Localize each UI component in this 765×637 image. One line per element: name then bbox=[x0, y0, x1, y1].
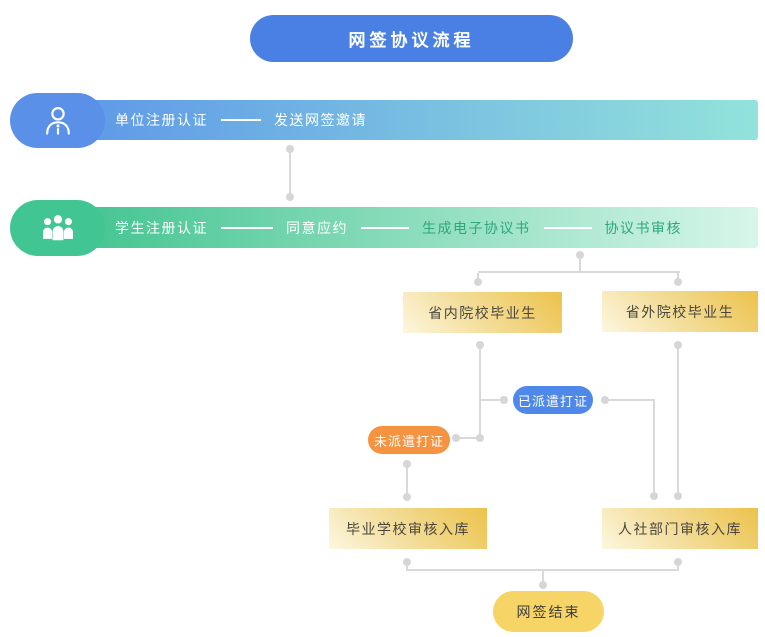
pill-end: 网签结束 bbox=[493, 591, 604, 632]
step-connector-line bbox=[361, 226, 409, 229]
connector-line bbox=[542, 571, 544, 582]
lane-student-bar: 学生注册认证 同意应约 生成电子协议书 协议书审核 bbox=[58, 207, 758, 248]
connector-line bbox=[406, 564, 408, 570]
connector-dot bbox=[601, 396, 609, 404]
connector-dot bbox=[674, 558, 682, 566]
step-send-invite: 发送网签邀请 bbox=[274, 112, 367, 128]
connector-line bbox=[677, 348, 679, 494]
connector-line bbox=[653, 399, 655, 494]
title-pill: 网签协议流程 bbox=[250, 15, 573, 62]
pill-label: 未派遣打证 bbox=[373, 433, 444, 449]
connector-dot bbox=[674, 278, 682, 286]
step-generate-agreement: 生成电子协议书 bbox=[422, 219, 531, 236]
node-label: 省外院校毕业生 bbox=[625, 303, 735, 320]
connector-line bbox=[677, 564, 679, 570]
connector-dot bbox=[474, 278, 482, 286]
step-student-register: 学生注册认证 bbox=[115, 219, 208, 236]
connector-line bbox=[479, 345, 481, 439]
connector-line bbox=[458, 437, 480, 439]
node-label: 毕业学校审核入库 bbox=[346, 520, 470, 537]
step-unit-register: 单位注册认证 bbox=[115, 112, 208, 128]
connector-line bbox=[609, 399, 654, 401]
connector-line bbox=[677, 273, 679, 279]
connector-dot bbox=[403, 493, 411, 501]
connector-line bbox=[478, 271, 680, 273]
connector-dot bbox=[650, 492, 658, 500]
connector-dot bbox=[476, 434, 484, 442]
connector-line bbox=[579, 256, 581, 272]
pill-not-dispatched: 未派遣打证 bbox=[368, 426, 450, 454]
connector-dot bbox=[674, 492, 682, 500]
pill-label: 已派遣打证 bbox=[517, 393, 588, 409]
connector-line bbox=[477, 273, 479, 279]
step-connector-line bbox=[543, 226, 592, 229]
connector-dot bbox=[286, 145, 294, 153]
pill-dispatched: 已派遣打证 bbox=[513, 386, 593, 414]
node-school-review: 毕业学校审核入库 bbox=[329, 508, 487, 549]
connector-dot bbox=[403, 558, 411, 566]
connector-dot bbox=[500, 396, 508, 404]
lane-unit-bar: 单位注册认证 发送网签邀请 bbox=[58, 100, 758, 140]
connector-dot bbox=[674, 341, 682, 349]
node-hr-review: 人社部门审核入库 bbox=[602, 508, 758, 549]
connector-dot bbox=[286, 193, 294, 201]
connector-line bbox=[481, 399, 501, 401]
connector-line bbox=[406, 569, 679, 571]
connector-dot bbox=[539, 581, 547, 589]
connector-dot bbox=[452, 434, 460, 442]
person-icon bbox=[45, 106, 70, 135]
node-label: 省内院校毕业生 bbox=[428, 304, 537, 321]
step-agree-offer: 同意应约 bbox=[286, 219, 348, 236]
step-connector-line bbox=[221, 119, 261, 121]
connector-dot bbox=[576, 251, 584, 259]
people-icon bbox=[42, 215, 73, 241]
unit-badge bbox=[10, 93, 105, 148]
node-out-province-graduates: 省外院校毕业生 bbox=[602, 291, 758, 332]
node-in-province-graduates: 省内院校毕业生 bbox=[403, 292, 562, 333]
page-title: 网签协议流程 bbox=[348, 31, 475, 50]
node-label: 人社部门审核入库 bbox=[618, 520, 742, 537]
connector-line bbox=[289, 151, 291, 197]
student-badge bbox=[10, 200, 105, 256]
connector-line bbox=[406, 467, 408, 494]
step-agreement-review: 协议书审核 bbox=[604, 219, 682, 236]
connector-dot bbox=[403, 460, 411, 468]
pill-label: 网签结束 bbox=[516, 603, 581, 620]
step-connector-line bbox=[221, 226, 273, 229]
